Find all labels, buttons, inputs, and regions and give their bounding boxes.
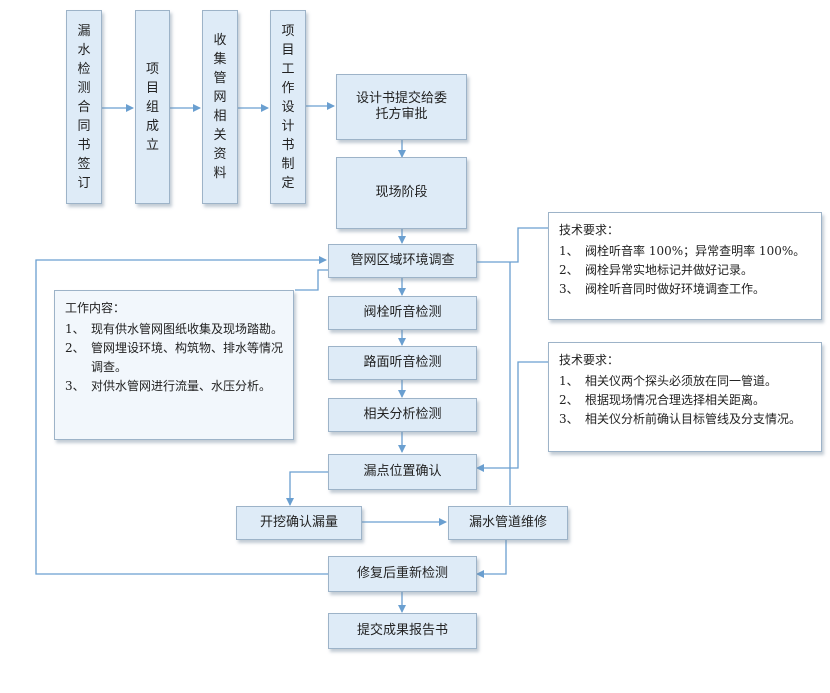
list-item: 3、阀栓听音同时做好环境调查工作。 [559,282,766,296]
step-road: 路面听音检测 [328,346,477,380]
step-survey: 管网区域环境调查 [328,244,477,278]
arrow-repair-recheck [476,540,507,578]
step-recheck: 修复后重新检测 [328,556,477,592]
step-repair: 漏水管道维修 [448,506,568,540]
note-tech-requirements-1: 技术要求： 1、阀栓听音率 100%；异常查明率 100%。 2、阀栓异常实地标… [548,212,822,320]
arrow-locate-excavate [286,471,328,506]
step-report: 提交成果报告书 [328,613,477,649]
note-work-title: 工作内容： [65,301,126,315]
note-tech-requirements-2: 技术要求： 1、相关仪两个探头必须放在同一管道。 2、根据现场情况合理选择相关距… [548,342,822,452]
step-valve: 阀栓听音检测 [328,296,477,330]
step-excavate: 开挖确认漏量 [236,506,362,540]
step-onsite: 现场阶段 [336,157,467,229]
list-item: 1、现有供水管网图纸收集及现场踏勘。 [65,322,284,336]
list-item: 1、阀栓听音率 100%；异常查明率 100%。 [559,244,806,258]
step-team: 项目组成立 [135,10,170,204]
list-item: 3、对供水管网进行流量、水压分析。 [65,379,272,393]
note-tech2-title: 技术要求： [559,353,620,367]
list-item: 2、管网埋设环境、构筑物、排水等情况调查。 [65,341,284,374]
list-item: 1、相关仪两个探头必须放在同一管道。 [559,374,778,388]
step-contract: 漏水检测合同书签订 [66,10,102,204]
step-locate: 漏点位置确认 [328,454,477,490]
step-approve: 设计书提交给委托方审批 [336,74,467,140]
list-item: 2、根据现场情况合理选择相关距离。 [559,393,766,407]
link-survey-worknote [295,269,328,291]
list-item: 3、相关仪分析前确认目标管线及分支情况。 [559,412,802,426]
step-plan: 项目工作设计书制定 [270,10,306,204]
link-locate-tech2 [476,361,548,472]
step-correlation: 相关分析检测 [328,398,477,432]
arrow-recheck-loop [35,256,328,575]
link-survey-tech1 [477,227,548,263]
step-collect: 收集管网相关资料 [202,10,238,204]
list-item: 2、阀栓异常实地标记并做好记录。 [559,263,754,277]
note-tech1-title: 技术要求： [559,223,620,237]
note-work-content: 工作内容： 1、现有供水管网图纸收集及现场踏勘。 2、管网埋设环境、构筑物、排水… [54,290,294,440]
